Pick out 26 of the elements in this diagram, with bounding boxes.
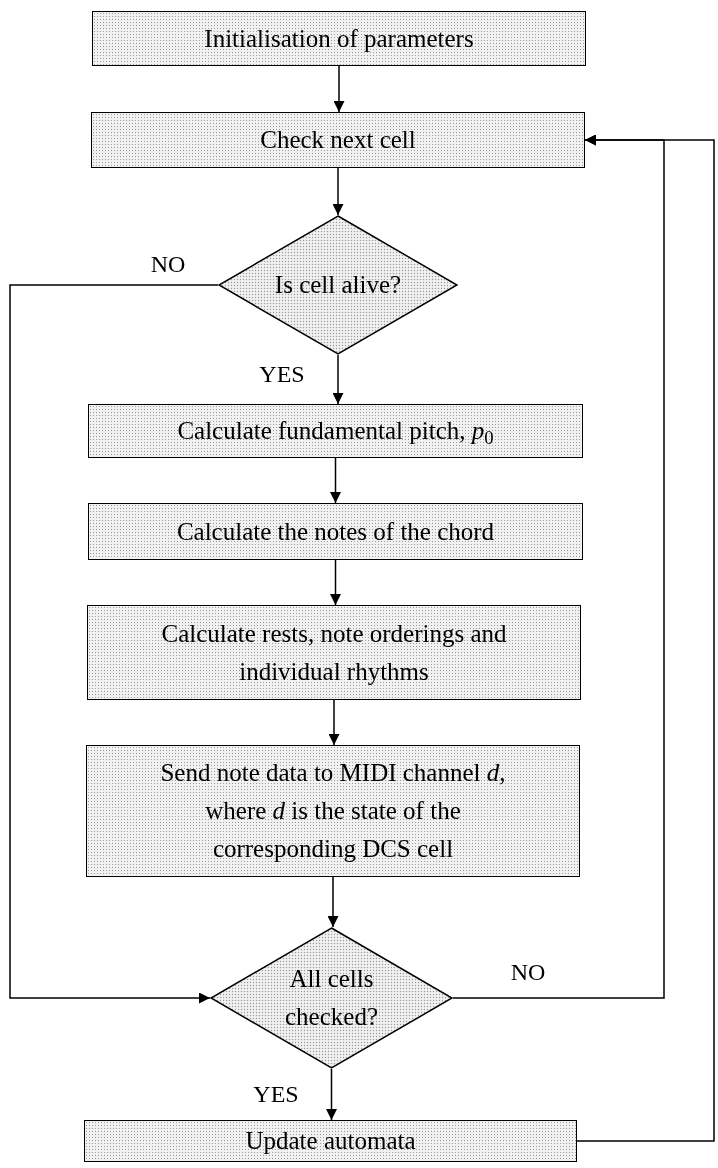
decision-text: All cells checked? — [284, 964, 379, 1032]
process-text: Send note data to MIDI channel d, where d is the state of the corresponding DCS cell — [159, 758, 507, 864]
arrow — [328, 699, 340, 746]
process-text: Calculate the notes of the chord — [176, 516, 495, 547]
process-box — [87, 605, 581, 700]
arrow — [327, 876, 339, 928]
process-text: Check next cell — [260, 125, 416, 155]
process-box — [88, 404, 583, 458]
arrow — [576, 134, 715, 1142]
process-box — [86, 745, 580, 877]
process-box — [91, 112, 585, 168]
arrow — [332, 167, 344, 216]
process-box — [88, 503, 583, 560]
process-text: Calculate rests, note orderings and individual rhythms — [160, 618, 508, 687]
arrow — [333, 65, 345, 113]
process-box — [84, 1120, 577, 1162]
process-text: Update automata — [245, 1126, 416, 1156]
arrow — [330, 457, 341, 504]
decision-text: Is cell alive? — [273, 270, 403, 300]
arrow — [330, 559, 341, 606]
arrow — [332, 354, 344, 405]
arrow — [326, 1068, 337, 1121]
process-text: Calculate fundamental pitch, p$_{0}$ — [177, 416, 494, 450]
arrow — [9, 284, 219, 1004]
process-box — [92, 11, 586, 66]
process-text: Initialisation of parameters — [204, 23, 474, 54]
